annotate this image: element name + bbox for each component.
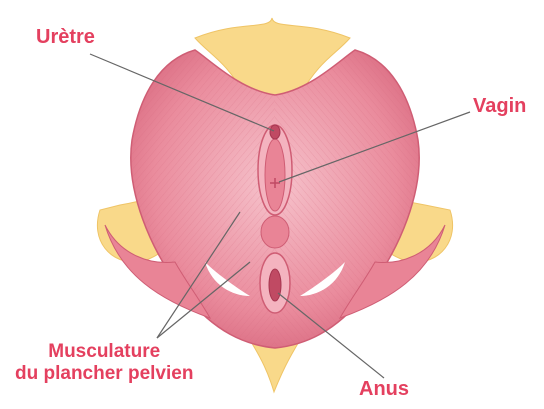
vagin-label: Vagin [473,95,526,118]
urethra-opening [270,125,280,139]
perineal-body [261,216,289,248]
musculature-label: Musculature du plancher pelvien [15,341,193,385]
musculature-label-line1: Musculature [15,341,193,363]
uretre-label: Urètre [36,26,95,49]
musculature-label-line2: du plancher pelvien [15,363,193,385]
anus-label: Anus [359,378,409,401]
